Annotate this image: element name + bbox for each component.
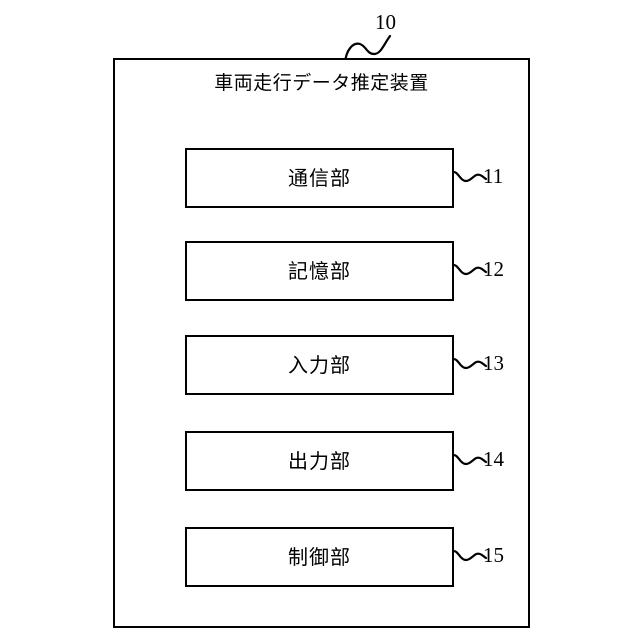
unit-reference-number: 11 bbox=[483, 164, 504, 188]
unit-leader-squiggle-icon bbox=[451, 170, 488, 183]
unit-label: 入力部 bbox=[288, 353, 351, 377]
unit-leader-squiggle-icon bbox=[451, 263, 488, 276]
unit-leader-squiggle-icon bbox=[451, 549, 488, 562]
unit-reference-number: 13 bbox=[483, 351, 504, 375]
unit-callout: 11 bbox=[451, 162, 533, 194]
unit-label: 出力部 bbox=[288, 449, 351, 473]
unit-reference-number: 12 bbox=[483, 257, 504, 281]
device-callout: 10 bbox=[330, 6, 440, 65]
unit-box-communication: 通信部 bbox=[185, 148, 454, 208]
unit-callout: 12 bbox=[451, 255, 533, 287]
unit-callout: 13 bbox=[451, 349, 533, 381]
unit-row: 記憶部 12 bbox=[185, 241, 530, 301]
unit-callout: 15 bbox=[451, 541, 533, 573]
device-leader-squiggle-icon bbox=[343, 34, 392, 65]
unit-box-control: 制御部 bbox=[185, 527, 454, 587]
unit-reference-number: 14 bbox=[483, 447, 504, 471]
unit-callout: 14 bbox=[451, 445, 533, 477]
unit-row: 制御部 15 bbox=[185, 527, 530, 587]
unit-label: 制御部 bbox=[288, 545, 351, 569]
unit-row: 出力部 14 bbox=[185, 431, 530, 491]
device-reference-number: 10 bbox=[375, 10, 396, 34]
unit-leader-squiggle-icon bbox=[451, 453, 488, 466]
unit-row: 入力部 13 bbox=[185, 335, 530, 395]
unit-box-storage: 記憶部 bbox=[185, 241, 454, 301]
unit-box-input: 入力部 bbox=[185, 335, 454, 395]
unit-box-output: 出力部 bbox=[185, 431, 454, 491]
unit-reference-number: 15 bbox=[483, 543, 504, 567]
unit-label: 通信部 bbox=[288, 166, 351, 190]
device-title: 車両走行データ推定装置 bbox=[214, 72, 429, 94]
unit-label: 記憶部 bbox=[288, 259, 351, 283]
unit-leader-squiggle-icon bbox=[451, 357, 488, 370]
unit-row: 通信部 11 bbox=[185, 148, 530, 208]
